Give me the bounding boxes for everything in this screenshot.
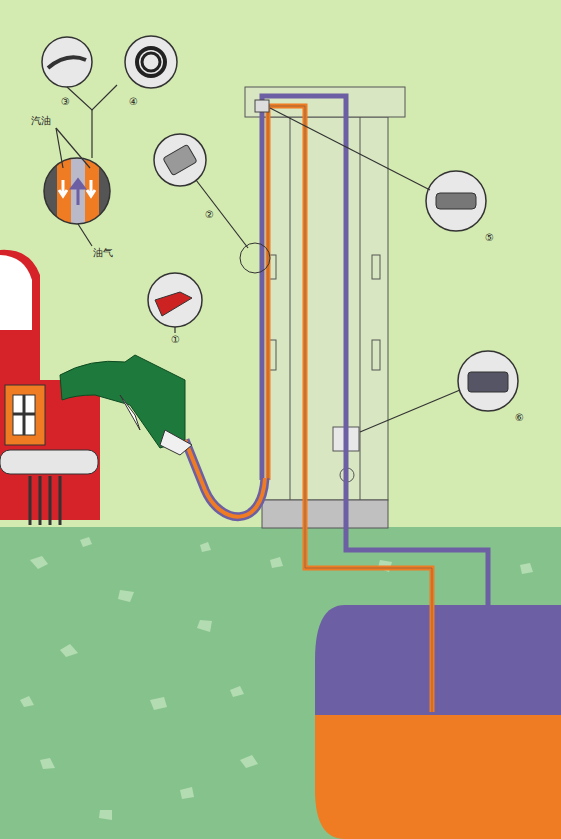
- callout-number: ④: [128, 96, 139, 107]
- part-label: 汽油: [30, 115, 52, 126]
- callout-number: ②: [204, 209, 215, 220]
- part-label: 油气: [92, 247, 114, 258]
- callout-number: ⑤: [484, 232, 495, 243]
- callout-number: ①: [170, 334, 181, 345]
- callout-number: ③: [60, 96, 71, 107]
- callout-number: ⑥: [514, 412, 525, 423]
